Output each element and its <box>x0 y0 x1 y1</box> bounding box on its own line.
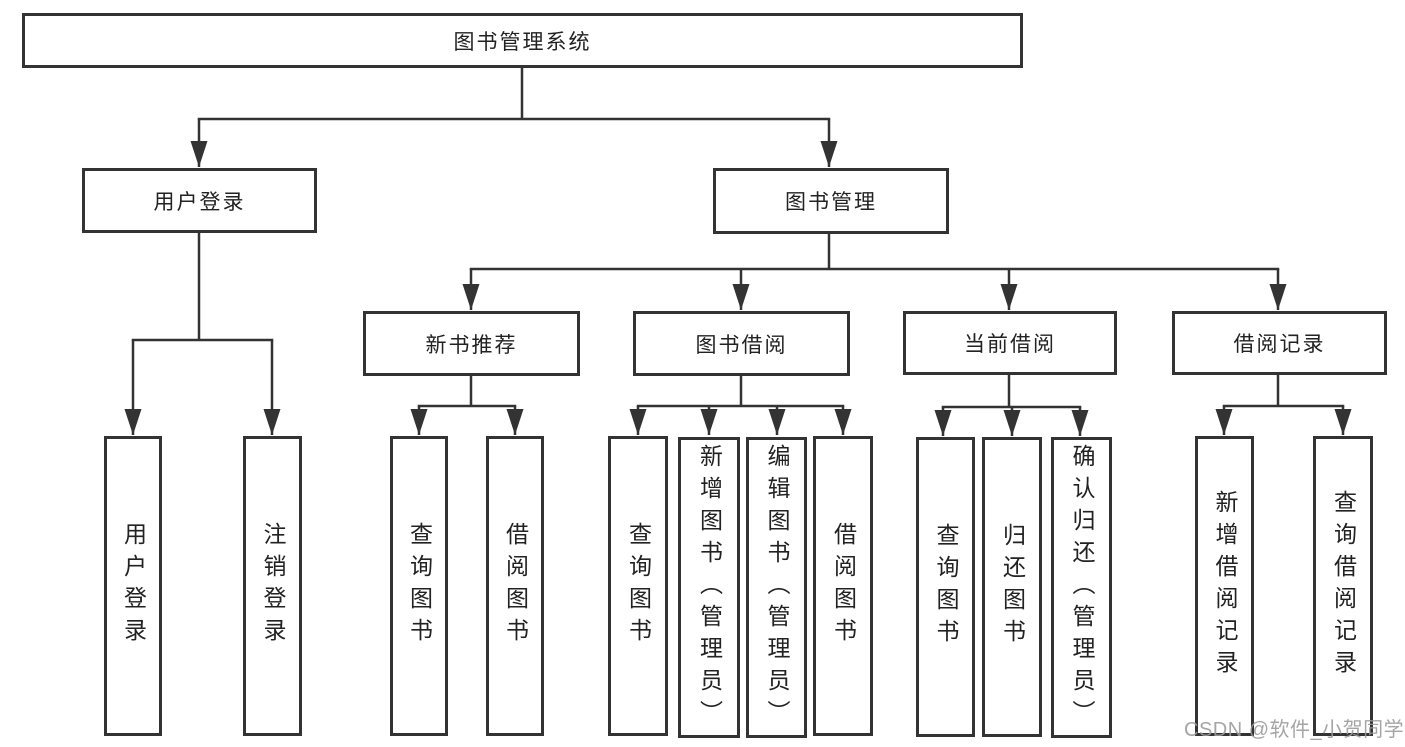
connector-rails <box>131 66 1345 409</box>
node-book-management: 图书管理 <box>713 168 949 234</box>
leaf-nb-query-books: 查询图书 <box>390 436 448 736</box>
leaf-br-query-record: 查询借阅记录 <box>1313 436 1373 736</box>
node-new-book-recommendation: 新书推荐 <box>363 311 580 376</box>
node-borrowing-records: 借阅记录 <box>1172 311 1387 375</box>
leaf-cb-return-books: 归还图书 <box>982 437 1042 737</box>
node-book-borrowing: 图书借阅 <box>633 311 850 376</box>
leaf-logout: 注销登录 <box>243 436 302 736</box>
node-user-login: 用户登录 <box>82 168 317 233</box>
leaf-bb-edit-books-admin: 编辑图书（管理员） <box>746 437 807 738</box>
leaf-br-add-record: 新增借阅记录 <box>1195 436 1254 736</box>
leaf-bb-query-books: 查询图书 <box>608 436 668 736</box>
leaf-bb-borrow-books: 借阅图书 <box>813 436 873 736</box>
watermark: CSDN @软件_小贺同学 <box>1184 719 1405 741</box>
node-library-management-system: 图书管理系统 <box>22 13 1023 68</box>
leaf-cb-query-books: 查询图书 <box>916 437 975 737</box>
node-current-borrowing: 当前借阅 <box>903 311 1117 375</box>
leaf-user-login: 用户登录 <box>104 436 162 736</box>
leaf-cb-confirm-return-admin: 确认归还（管理员） <box>1051 437 1112 738</box>
leaf-bb-add-books-admin: 新增图书（管理员） <box>678 437 740 738</box>
connector-arrows <box>124 119 1352 436</box>
leaf-nb-borrow-books: 借阅图书 <box>486 436 544 736</box>
